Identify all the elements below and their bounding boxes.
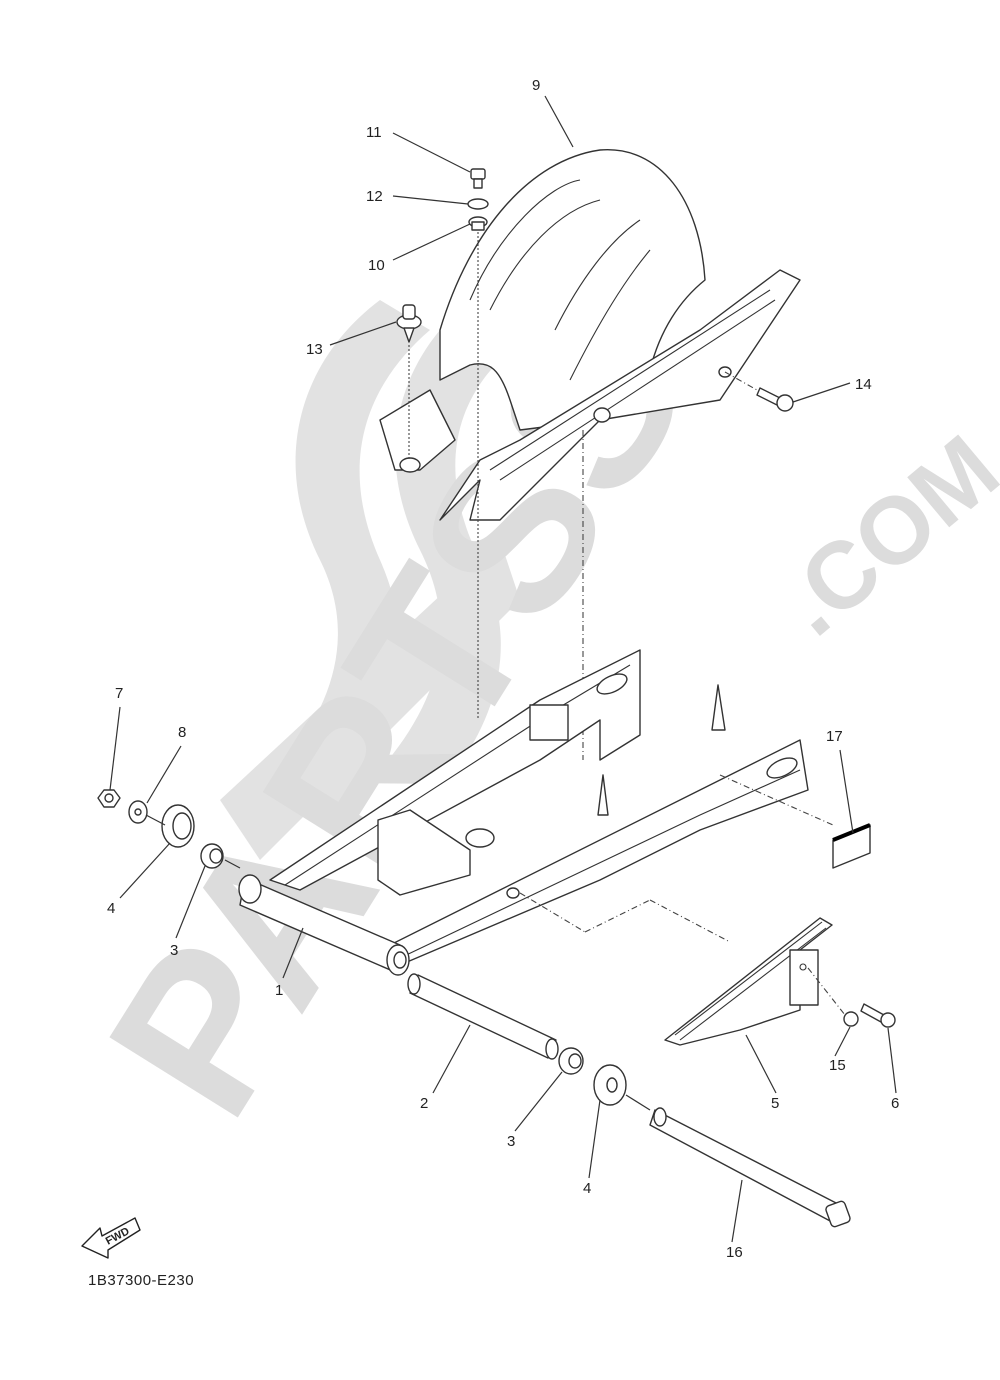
bolt-16[interactable]	[756, 387, 794, 412]
washer-7[interactable]	[843, 1011, 859, 1027]
collar-12[interactable]	[468, 216, 488, 231]
washer-14[interactable]	[467, 198, 489, 210]
callout-4-right: 4	[583, 1180, 591, 1197]
bolt-6[interactable]	[860, 1003, 896, 1028]
callout-11: 9	[532, 77, 540, 94]
pivot-shaft-8[interactable]	[649, 1107, 851, 1228]
drawing-code: 1B37300-E230	[88, 1272, 195, 1289]
callout-15: 13	[306, 341, 323, 358]
callout-16: 14	[855, 376, 872, 393]
bearing-3-right[interactable]	[558, 1047, 584, 1075]
chain-case-slider-5[interactable]	[664, 917, 833, 1046]
oil-seal-4-left[interactable]	[161, 804, 195, 848]
bearing-3-left[interactable]	[200, 843, 224, 869]
callout-7: 15	[829, 1057, 846, 1074]
label-17[interactable]	[832, 823, 871, 869]
callout-14: 12	[366, 188, 383, 205]
bolt-13[interactable]	[470, 168, 486, 189]
rear-fender[interactable]	[379, 149, 801, 521]
collar-2[interactable]	[407, 973, 559, 1060]
rear-arm[interactable]	[238, 649, 809, 976]
callout-12: 10	[368, 257, 385, 274]
callout-4-left: 4	[107, 900, 115, 917]
callout-5: 5	[771, 1095, 779, 1112]
callout-10: 8	[178, 724, 186, 741]
callout-9: 7	[115, 685, 123, 702]
callout-13: 11	[366, 124, 382, 141]
callout-3-left: 3	[170, 942, 178, 959]
rivet-clip-15[interactable]	[396, 304, 422, 343]
callout-6: 6	[891, 1095, 899, 1112]
callout-8: 16	[726, 1244, 743, 1261]
leader-lines	[109, 95, 897, 1243]
callout-2: 2	[420, 1095, 428, 1112]
watermark-suffix: .COM	[760, 415, 1000, 656]
callout-3-right: 3	[507, 1133, 515, 1150]
callout-1: 1	[275, 982, 283, 999]
callout-17: 17	[826, 728, 843, 745]
washer-10[interactable]	[128, 800, 148, 824]
forward-arrow-icon: FWD	[81, 1217, 141, 1259]
nut-9[interactable]	[97, 789, 121, 808]
callouts: 9 11 12 10 13 14 7 8 17 4 3 1 2 3 4 5 15…	[107, 77, 899, 1261]
oil-seal-4-right[interactable]	[593, 1064, 627, 1106]
